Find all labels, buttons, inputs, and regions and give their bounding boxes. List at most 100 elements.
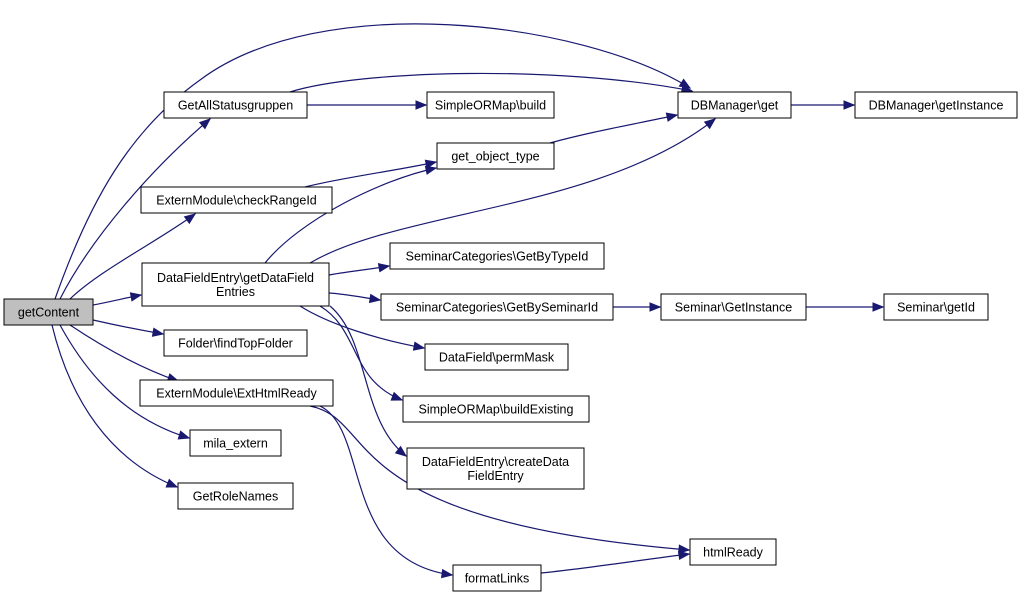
arrowhead-icon	[424, 159, 438, 169]
edge-line	[59, 118, 211, 300]
arrowhead-icon	[665, 112, 679, 122]
nodes-layer: getContent GetAllStatusgruppenExternModul…	[3, 91, 1018, 592]
node-buildExisting[interactable]: SimpleORMap\buildExisting	[402, 395, 590, 423]
node-getBySeminarId[interactable]: SeminarCategories\GetBySeminarId	[380, 293, 614, 321]
edge-line	[329, 305, 407, 457]
edge-getDataFieldEntries-to-buildExisting	[319, 305, 404, 401]
node-label: SimpleORMap\build	[435, 99, 546, 113]
node-checkRangeId[interactable]: ExternModule\checkRangeId	[140, 186, 333, 214]
node-getObjectType[interactable]: get_object_type	[436, 142, 555, 170]
node-box	[426, 91, 555, 119]
node-box	[452, 564, 542, 592]
edge-getContent-to-findTopFolder	[92, 319, 165, 337]
node-box	[141, 262, 330, 307]
node-box	[163, 329, 308, 357]
arrowhead-icon	[440, 568, 454, 579]
node-dbGetInstance[interactable]: DBManager\getInstance	[854, 91, 1018, 119]
node-box	[177, 482, 294, 510]
node-box	[139, 379, 334, 407]
node-label: GetRoleNames	[193, 490, 278, 504]
node-extHtmlReady[interactable]: ExternModule\ExtHtmlReady	[139, 379, 334, 407]
node-label: GetAllStatusgruppen	[178, 99, 293, 113]
node-label: getContent	[18, 306, 80, 320]
edge-getDataFieldEntries-to-dbGet	[309, 118, 717, 264]
node-box	[660, 293, 807, 321]
node-box	[3, 298, 94, 326]
arrowhead-icon	[843, 100, 856, 110]
node-box	[689, 538, 777, 566]
arrowhead-icon	[198, 118, 212, 130]
node-box	[389, 242, 605, 270]
edge-line	[51, 324, 178, 488]
node-getContent[interactable]: getContent	[3, 298, 94, 326]
arrowhead-icon	[678, 544, 691, 554]
node-label: ExternModule\ExtHtmlReady	[156, 387, 317, 401]
edge-getContent-to-getDataFieldEntries	[92, 292, 143, 306]
arrowhead-icon	[183, 213, 197, 225]
edge-line	[549, 114, 678, 144]
node-label: DBManager\getInstance	[869, 99, 1004, 113]
node-findTopFolder[interactable]: Folder\findTopFolder	[163, 329, 308, 357]
edge-getContent-to-getAllStatusgruppen	[59, 118, 212, 300]
node-permMask[interactable]: DataField\permMask	[424, 343, 569, 371]
edge-line	[59, 324, 190, 439]
node-getAllStatusgruppen[interactable]: GetAllStatusgruppen	[163, 91, 308, 119]
arrowhead-icon	[424, 165, 438, 175]
node-label: Folder\findTopFolder	[178, 337, 293, 351]
edge-formatLinks-to-htmlReady	[540, 550, 691, 574]
node-label: ExternModule\checkRangeId	[156, 194, 317, 208]
edge-getAllStatusgruppen-to-ormBuild	[307, 100, 428, 110]
arrowhead-icon	[377, 263, 391, 273]
node-label: Seminar\getId	[897, 301, 975, 315]
node-label: Seminar\GetInstance	[675, 301, 792, 315]
edge-getContent-to-milaExtern	[59, 324, 191, 440]
edge-getAllStatusgruppen-to-dbGet	[289, 72, 694, 94]
node-label: SeminarCategories\GetBySeminarId	[396, 301, 598, 315]
node-label: mila_extern	[203, 437, 268, 451]
node-label: FieldEntry	[467, 469, 524, 483]
node-ormBuild[interactable]: SimpleORMap\build	[426, 91, 555, 119]
node-formatLinks[interactable]: formatLinks	[452, 564, 542, 592]
node-box	[140, 186, 333, 214]
edge-line	[289, 72, 693, 93]
node-dbGet[interactable]: DBManager\get	[677, 91, 792, 119]
node-box	[883, 293, 989, 321]
edge-line	[304, 161, 437, 188]
edge-line	[69, 324, 179, 382]
edge-line	[319, 405, 453, 576]
edges-layer	[51, 23, 885, 579]
node-box	[402, 395, 590, 423]
edge-checkRangeId-to-getObjectType	[304, 159, 438, 188]
node-box	[163, 91, 308, 119]
edge-extHtmlReady-to-formatLinks	[319, 405, 454, 579]
edge-dbGet-to-dbGetInstance	[791, 100, 856, 110]
arrowhead-icon	[151, 327, 165, 337]
node-label: DataField\permMask	[439, 351, 555, 365]
arrowhead-icon	[165, 478, 179, 488]
edge-line	[319, 305, 403, 401]
edge-line	[264, 167, 437, 264]
arrowhead-icon	[129, 292, 143, 302]
node-htmlReady[interactable]: htmlReady	[689, 538, 777, 566]
node-box	[854, 91, 1018, 119]
node-label: formatLinks	[465, 572, 530, 586]
node-seminarGetId[interactable]: Seminar\getId	[883, 293, 989, 321]
edge-line	[54, 23, 691, 300]
node-box	[677, 91, 792, 119]
edge-line	[92, 319, 164, 335]
node-milaExtern[interactable]: mila_extern	[189, 429, 282, 457]
node-getRoleNames[interactable]: GetRoleNames	[177, 482, 294, 510]
arrowhead-icon	[390, 391, 404, 401]
node-getByTypeId[interactable]: SeminarCategories\GetByTypeId	[389, 242, 605, 270]
node-seminarGetInstance[interactable]: Seminar\GetInstance	[660, 293, 807, 321]
edge-line	[309, 118, 716, 264]
node-label: DBManager\get	[691, 99, 779, 113]
arrowhead-icon	[872, 302, 885, 312]
node-box	[424, 343, 569, 371]
node-label: DataFieldEntry\createData	[422, 455, 569, 469]
edge-seminarGetInstance-to-seminarGetId	[806, 302, 885, 312]
node-box	[380, 293, 614, 321]
